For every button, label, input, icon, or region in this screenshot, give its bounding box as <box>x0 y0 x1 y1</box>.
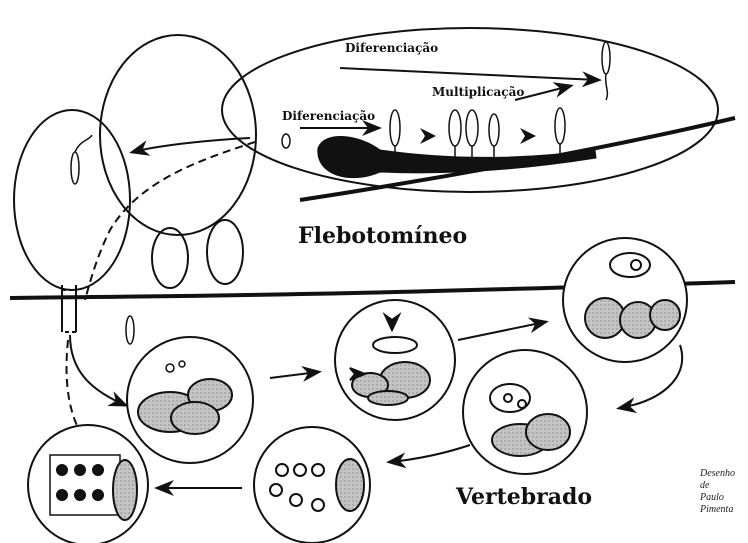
promastigote-in-head <box>71 152 79 184</box>
credit-line-4: Pimenta <box>699 504 733 515</box>
cell-stage-2 <box>335 300 455 420</box>
promastigote-2 <box>449 110 461 146</box>
credit-line-2: de <box>700 480 710 491</box>
cell-stage-3 <box>563 238 687 362</box>
label-vertebrado: Vertebrado <box>455 484 592 510</box>
credit-line-3: Paulo <box>699 492 724 503</box>
cell-stage-1 <box>126 316 253 463</box>
label-flebotomineo: Flebotomíneo <box>298 223 467 249</box>
sandfly-leg-1 <box>152 228 188 288</box>
label-multiplicacao: Multiplicação <box>432 85 524 99</box>
cell-stage-5 <box>254 427 370 543</box>
promastigote-4 <box>489 114 499 146</box>
cell-stage-4 <box>463 350 587 474</box>
cell-stage-6 <box>28 425 148 543</box>
promastigote-5 <box>555 108 565 144</box>
metacyclic-promastigote <box>602 42 610 74</box>
label-diferenciacao-mid: Diferenciação <box>282 109 375 123</box>
sandfly-proboscis <box>62 285 76 332</box>
amastigote-small <box>282 134 290 148</box>
promastigote-3 <box>466 110 478 146</box>
sandfly-leg-2 <box>207 220 243 284</box>
sandfly-head <box>14 110 130 290</box>
credit-line-1: Desenho <box>699 468 735 479</box>
promastigote-1 <box>390 110 400 146</box>
label-diferenciacao-top: Diferenciação <box>345 41 438 55</box>
